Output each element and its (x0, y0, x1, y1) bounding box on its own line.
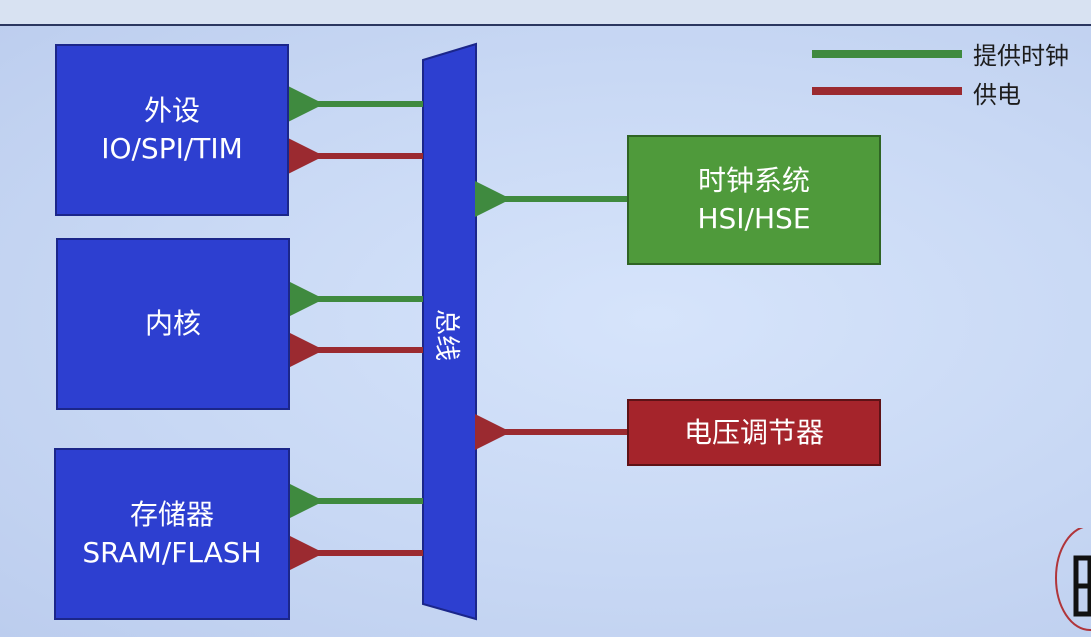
legend-clock-label: 提供时钟 (973, 42, 1069, 70)
voltage-regulator-title: 电压调节器 (683, 415, 824, 449)
peripheral-subtitle: IO/SPI/TIM (101, 132, 243, 165)
memory-block: 存储器 SRAM/FLASH (54, 448, 290, 620)
bus-shape (422, 42, 477, 621)
peripheral-block: 外设 IO/SPI/TIM (55, 44, 289, 216)
top-rule (0, 24, 1091, 26)
core-block: 内核 (56, 238, 290, 410)
core-title: 内核 (144, 307, 201, 340)
peripheral-title: 外设 (143, 94, 200, 127)
clock-system-title: 时钟系统 (697, 164, 810, 197)
memory-title: 存储器 (129, 498, 214, 531)
legend-power-label: 供电 (973, 81, 1021, 109)
memory-subtitle: SRAM/FLASH (82, 536, 262, 569)
bus-label: 总线 (431, 308, 462, 361)
corner-watermark-mark (1055, 528, 1091, 631)
clock-system-subtitle: HSI/HSE (697, 202, 811, 235)
clock-system-block: 时钟系统 HSI/HSE (627, 135, 881, 265)
voltage-regulator-block: 电压调节器 (627, 399, 881, 466)
top-strip (0, 0, 1091, 24)
